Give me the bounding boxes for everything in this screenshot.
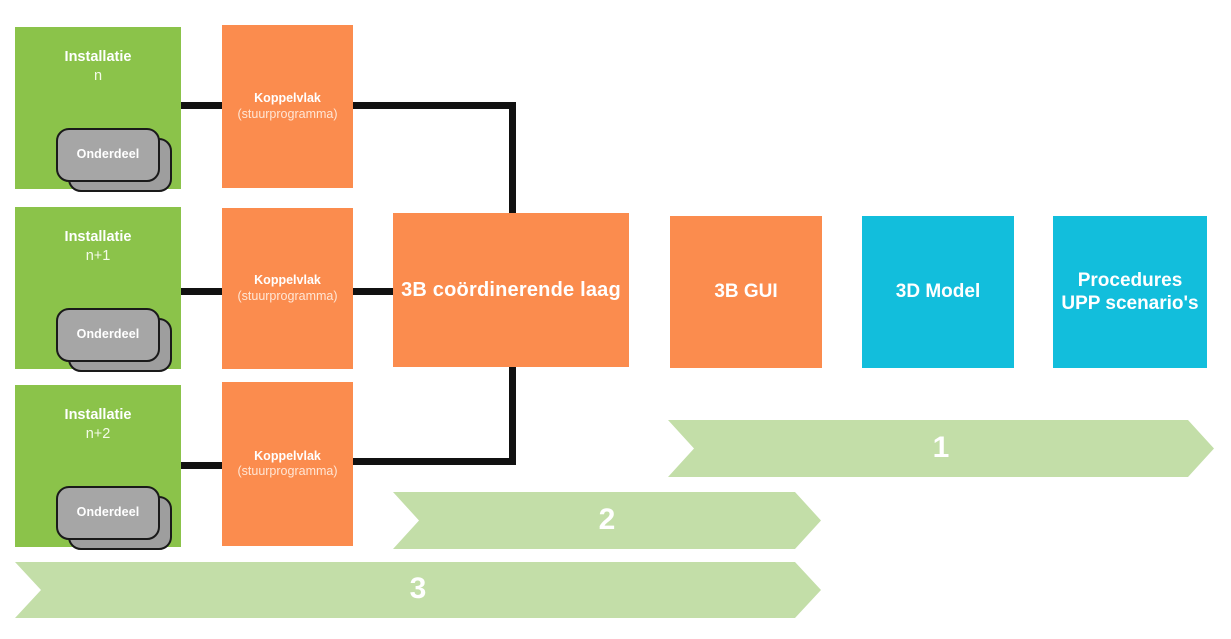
component-front-card[interactable]: Onderdeel xyxy=(56,486,160,540)
scope-banner-2-label: 2 xyxy=(598,502,616,536)
procedures-label-line2: UPP scenario's xyxy=(1061,293,1199,314)
connector-interface-n1-to-coordinating-layer xyxy=(352,288,398,295)
installation-block-n2[interactable]: Installatie n+2 Onderdeel xyxy=(15,385,181,550)
component-label: Onderdeel xyxy=(76,147,140,162)
installation-title-n2: Installatie n+2 xyxy=(64,407,132,442)
interface-subtitle: (stuurprogramma) xyxy=(237,464,338,478)
interface-title: Koppelvlak xyxy=(254,273,321,288)
component-front-card[interactable]: Onderdeel xyxy=(56,128,160,182)
scope-banner-1[interactable]: 1 xyxy=(668,420,1214,477)
component-stack-n: Onderdeel xyxy=(56,128,174,194)
component-stack-n2: Onderdeel xyxy=(56,486,174,552)
connector-interface-n2-horizontal xyxy=(352,458,516,465)
model-3d-label: 3D Model xyxy=(895,281,981,303)
gui-label: 3B GUI xyxy=(714,281,778,303)
connector-installation-n2-to-interface xyxy=(178,462,224,469)
component-label: Onderdeel xyxy=(76,327,140,342)
interface-subtitle: (stuurprogramma) xyxy=(237,106,338,121)
interface-subtitle: (stuurprogramma) xyxy=(237,288,338,303)
scope-banner-3-label: 3 xyxy=(409,572,427,605)
connector-installation-n1-to-interface xyxy=(178,288,224,295)
connector-interface-n-vertical xyxy=(509,102,516,220)
installation-title-n: Installatie n xyxy=(64,49,132,84)
procedures-block[interactable]: Procedures UPP scenario's xyxy=(1053,216,1207,368)
installation-block-n1[interactable]: Installatie n+1 Onderdeel xyxy=(15,207,181,372)
scope-banner-2[interactable]: 2 xyxy=(393,492,821,549)
interface-block-n1[interactable]: Koppelvlak (stuurprogramma) xyxy=(222,208,353,369)
procedures-label-line1: Procedures xyxy=(1077,269,1183,291)
scope-banner-1-label: 1 xyxy=(932,430,950,464)
coordinating-layer-label: 3B coördinerende laag xyxy=(401,278,621,301)
interface-title: Koppelvlak xyxy=(254,91,321,106)
connector-interface-n-horizontal xyxy=(352,102,516,109)
interface-title: Koppelvlak xyxy=(254,448,321,463)
connector-interface-n2-vertical xyxy=(509,360,516,465)
component-label: Onderdeel xyxy=(76,505,140,520)
scope-banner-3[interactable]: 3 xyxy=(15,562,821,618)
model-3d-block[interactable]: 3D Model xyxy=(862,216,1014,368)
installation-title-n1: Installatie n+1 xyxy=(64,229,132,264)
installation-block-n[interactable]: Installatie n Onderdeel xyxy=(15,27,181,192)
gui-block[interactable]: 3B GUI xyxy=(670,216,822,368)
connector-installation-n-to-interface xyxy=(178,102,224,109)
interface-block-n[interactable]: Koppelvlak (stuurprogramma) xyxy=(222,25,353,188)
interface-block-n2[interactable]: Koppelvlak (stuurprogramma) xyxy=(222,382,353,546)
component-front-card[interactable]: Onderdeel xyxy=(56,308,160,362)
coordinating-layer-block[interactable]: 3B coördinerende laag xyxy=(393,213,629,367)
component-stack-n1: Onderdeel xyxy=(56,308,174,374)
